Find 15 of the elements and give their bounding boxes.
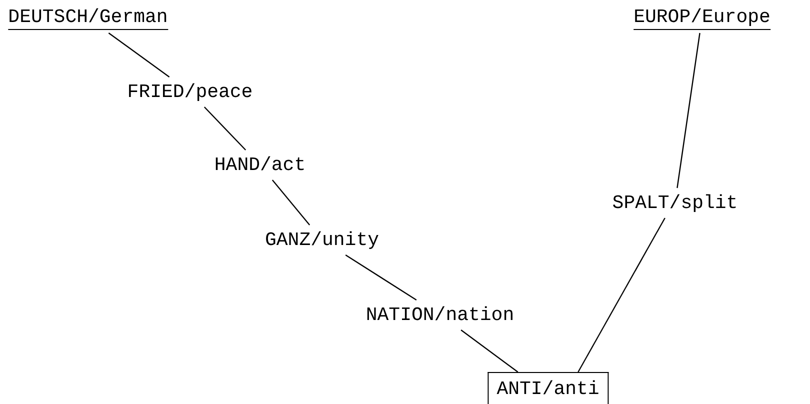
term-label: GANZ/unity [262,228,382,252]
connector-line [460,330,518,372]
connector-line [578,218,666,372]
connector-line [345,254,417,300]
term-label: SPALT/split [610,191,740,215]
connector-line [204,106,246,150]
term-label: NATION/nation [364,303,516,327]
term-box: ANTI/anti [488,372,608,404]
underlined-label: EUROP/Europe [634,6,770,30]
term-label: HAND/act [212,153,308,177]
connector-line [272,180,310,226]
underlined-label: DEUTSCH/German [8,6,168,30]
term-label: FRIED/peace [125,80,255,104]
connector-line [676,32,700,188]
connector-line [108,32,170,78]
